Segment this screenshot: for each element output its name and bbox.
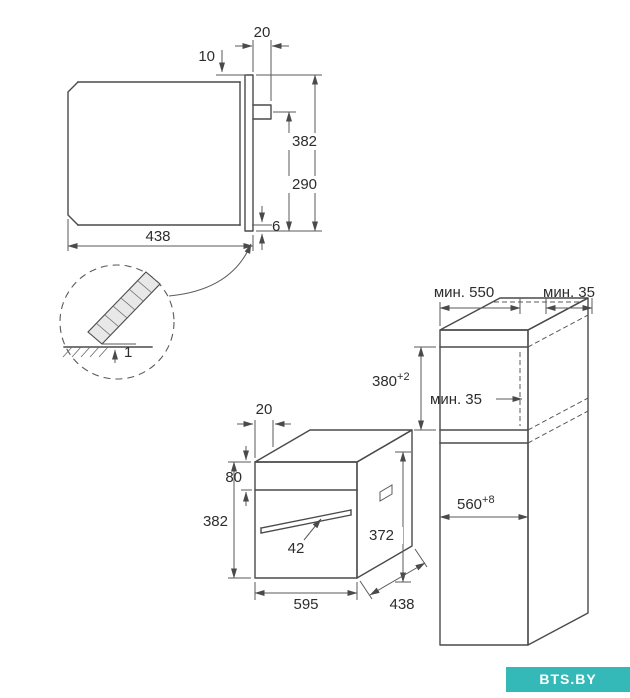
oven3d-top-face xyxy=(254,429,413,463)
cabinet-shelf-dashed xyxy=(527,397,589,444)
oven3d-side-vent xyxy=(379,484,393,502)
cabinet-dim380-ext xyxy=(414,346,436,431)
dim-label-372: 372 xyxy=(369,527,394,544)
cabinet-view: мин. 550 мин. 35 380+2 мин. 35 560+8 xyxy=(372,284,595,646)
dim-label-min35-top: мин. 35 xyxy=(543,284,595,301)
dim-label-42: 42 xyxy=(288,540,305,557)
dim-label-382-oven: 382 xyxy=(203,513,228,530)
dim-label-290: 290 xyxy=(292,176,317,193)
dim-label-6: 6 xyxy=(272,218,280,235)
dim-label-1: 1 xyxy=(124,344,132,361)
dim372-label-bg xyxy=(365,527,403,544)
dim-label-438-side: 438 xyxy=(145,228,170,245)
oven3d-right-face xyxy=(356,429,413,579)
dim-380-tolerance: +2 xyxy=(397,371,410,383)
cabinet-shelf-lines xyxy=(439,429,529,444)
oven3d-door-handle xyxy=(260,509,352,534)
cabinet-dim550-ext xyxy=(439,298,521,326)
detail-leader-arrow xyxy=(168,243,252,297)
oven3d-dim438-line xyxy=(369,562,426,596)
oven-body-top-bottom xyxy=(77,81,241,226)
oven-body-left-edge xyxy=(67,81,79,226)
dim382-label-bg xyxy=(288,133,322,150)
dim-560-tolerance: +8 xyxy=(482,494,495,506)
dim-label-382-side: 382 xyxy=(292,133,317,150)
dim-label-10: 10 xyxy=(198,48,215,65)
dim20-extension-lines xyxy=(252,40,272,101)
dim-label-20-oven: 20 xyxy=(256,401,273,418)
oven3d-front-face xyxy=(254,461,358,579)
dim290-label-bg xyxy=(288,176,322,193)
detail-circle xyxy=(59,264,175,380)
detail-floor-hatch xyxy=(62,346,109,358)
watermark-bar xyxy=(506,667,630,692)
detail-door-edge xyxy=(87,271,161,345)
oven-mounting-bracket xyxy=(252,104,272,120)
dim-label-380: 380+2 xyxy=(372,371,410,390)
dim-label-20-top: 20 xyxy=(254,24,271,41)
cabinet-front-face xyxy=(439,329,529,646)
dim-380-value: 380 xyxy=(372,373,397,390)
detail-door-hatch xyxy=(95,280,153,336)
watermark-text: BTS.BY xyxy=(539,671,596,687)
cabinet-right-face xyxy=(527,297,589,646)
oven-3d-view: 20 80 382 42 372 595 438 xyxy=(203,401,428,613)
oven3d-dim20-ext xyxy=(254,420,274,458)
oven-side-view: 20 10 382 290 6 438 xyxy=(67,24,322,251)
dim-label-438-oven: 438 xyxy=(389,596,414,613)
dim438-label-bg xyxy=(140,228,176,243)
oven3d-dim42-arrow xyxy=(303,518,322,541)
dim-label-595: 595 xyxy=(293,596,318,613)
dim-label-min35-inner: мин. 35 xyxy=(430,391,482,408)
detail-view: 1 xyxy=(59,243,252,380)
dim-label-min550: мин. 550 xyxy=(434,284,494,301)
watermark: BTS.BY xyxy=(506,667,630,692)
cabinet-top-face xyxy=(439,297,589,331)
dim-560-value: 560 xyxy=(457,496,482,513)
cabinet-niche-top-dashed xyxy=(527,314,589,348)
oven-front-panel xyxy=(244,74,254,232)
dim-label-560: 560+8 xyxy=(457,494,495,513)
